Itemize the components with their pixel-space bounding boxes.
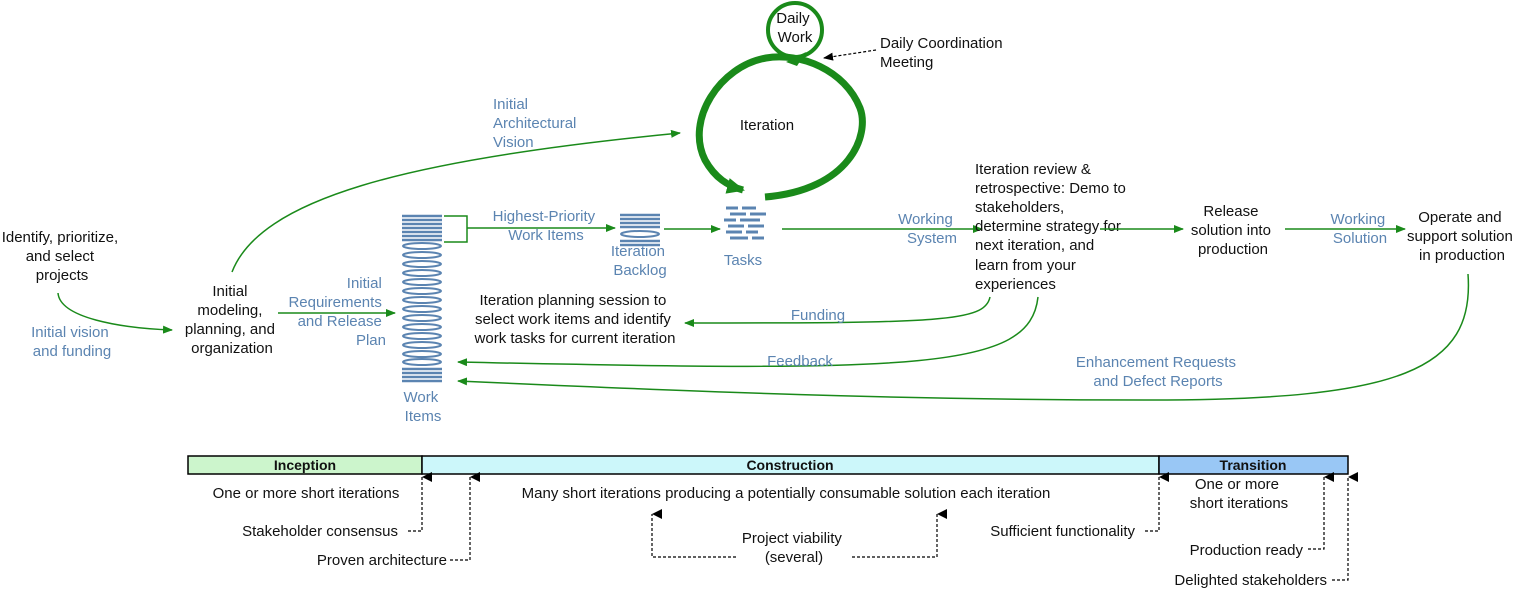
phase-transition-label: Transition <box>1220 457 1287 473</box>
tasks-icon <box>724 206 766 240</box>
working-solution-label: Working Solution <box>1331 211 1390 247</box>
phase-construction-label: Construction <box>746 457 833 473</box>
phase-transition <box>1158 455 1349 475</box>
planning-session-label: Iteration planning session to select wor… <box>474 292 676 347</box>
enhancement-label: Enhancement Requests and Defect Reports <box>1076 354 1240 390</box>
initial-requirements-label: Initial Requirements and Release Plan <box>288 275 386 349</box>
iteration-loop <box>695 53 866 201</box>
iteration-backlog-label: Iteration Backlog <box>611 243 669 279</box>
stakeholder-consensus-label: Stakeholder consensus <box>242 523 398 540</box>
iteration-label: Iteration <box>740 117 794 134</box>
inception-note: One or more short iterations <box>213 485 400 502</box>
production-ready-label: Production ready <box>1190 542 1304 559</box>
highest-priority-label: Highest-Priority Work Items <box>493 208 600 244</box>
working-system-label: Working System <box>898 211 957 247</box>
daily-work-label: Daily Work <box>776 10 814 46</box>
funding-label: Funding <box>791 307 845 324</box>
tasks-label: Tasks <box>724 252 762 269</box>
feedback-label: Feedback <box>767 353 833 370</box>
phase-bar: Inception Construction Transition <box>187 455 1349 475</box>
transition-note: One or more short iterations <box>1190 476 1288 512</box>
phase-inception-label: Inception <box>274 457 336 473</box>
operate-label: Operate and support solution in producti… <box>1407 209 1517 264</box>
initial-vision-arrow <box>57 292 173 334</box>
stakeholder-consensus-pointer <box>408 472 432 532</box>
initial-vision-label: Initial vision and funding <box>31 324 113 360</box>
release-label: Release solution into production <box>1191 203 1275 258</box>
architectural-vision-label: Initial Architectural Vision <box>493 96 581 151</box>
proven-architecture-pointer <box>450 472 480 561</box>
sufficient-functionality-pointer <box>1145 472 1169 532</box>
project-viability-label: Project viability (several) <box>742 530 846 566</box>
work-items-stack-icon <box>402 214 442 383</box>
iteration-review-label: Iteration review & retrospective: Demo t… <box>975 161 1130 293</box>
architectural-vision-arrow <box>231 129 681 273</box>
funding-arrow <box>684 296 991 327</box>
iteration-backlog-icon <box>620 213 660 247</box>
sufficient-functionality-label: Sufficient functionality <box>990 523 1135 540</box>
delighted-stakeholders-label: Delighted stakeholders <box>1174 572 1327 589</box>
work-items-label: Work Items <box>404 389 443 425</box>
delighted-stakeholders-pointer <box>1332 472 1358 581</box>
viability-left-pointer <box>651 509 736 558</box>
proven-architecture-label: Proven architecture <box>317 552 447 569</box>
viability-right-pointer <box>852 509 947 558</box>
feedback-arrow <box>457 296 1039 368</box>
daily-meeting-pointer <box>823 49 877 61</box>
construction-note: Many short iterations producing a potent… <box>522 485 1051 502</box>
daily-meeting-label: Daily Coordination Meeting <box>880 35 1007 71</box>
production-ready-pointer <box>1308 472 1334 550</box>
enhancement-arrow <box>457 273 1470 401</box>
identify-projects-label: Identify, prioritize, and select project… <box>2 229 123 284</box>
initial-modeling-label: Initial modeling, planning, and organiza… <box>185 283 279 357</box>
highest-priority-bracket <box>444 215 468 243</box>
